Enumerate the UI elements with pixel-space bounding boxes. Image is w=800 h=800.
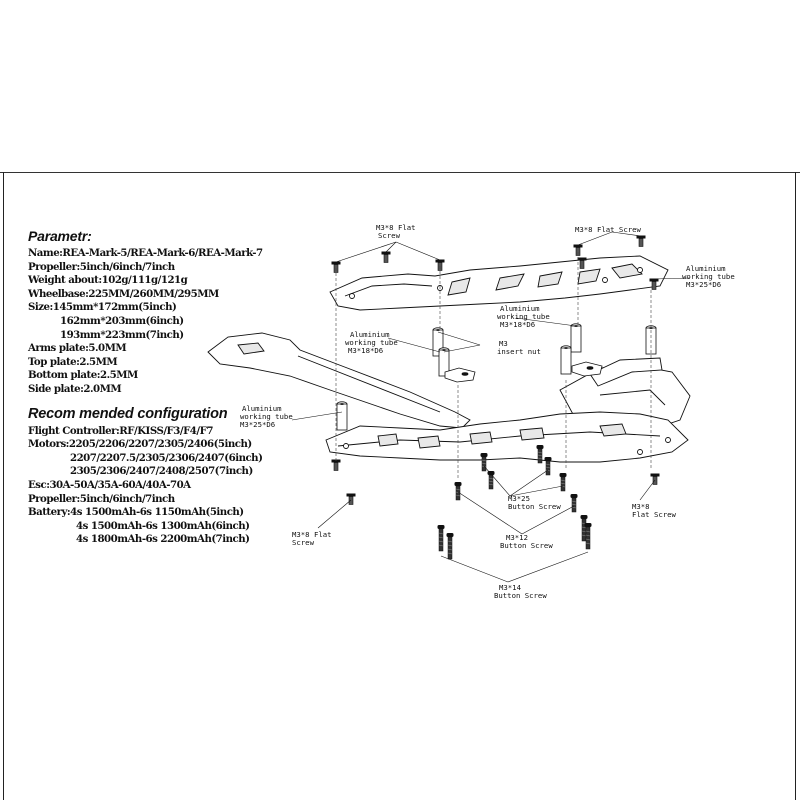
parameters-heading: Parametr: — [28, 228, 92, 244]
top-divider-line — [0, 172, 800, 173]
callout-alu-tube-25-tr: Aluminium working tube M3*25*D6 — [682, 264, 739, 289]
param-size-6inch: 162mm*203mm(6inch) — [60, 314, 184, 327]
param-weight: Weight about:102g/111g/121g — [28, 274, 188, 287]
config-battery-7inch: 4s 1800mAh-6s 2200mAh(7inch) — [76, 533, 250, 546]
callout-labels: M3*8 Flat Screw M3*8 Flat Screw Aluminiu… — [240, 223, 739, 600]
config-motors-5inch: Motors:2205/2206/2207/2305/2406(5inch) — [28, 438, 252, 451]
config-motors-6inch: 2207/2207.5/2305/2306/2407(6inch) — [70, 451, 263, 464]
config-propeller: Propeller:5inch/6inch/7inch — [28, 492, 175, 505]
config-esc: Esc:30A-50A/35A-60A/40A-70A — [28, 478, 191, 491]
config-flight-controller: Flight Controller:RF/KISS/F3/F4/F7 — [28, 424, 213, 437]
param-size-5inch: Size:145mm*172mm(5inch) — [28, 301, 177, 314]
insert-nuts — [444, 361, 603, 383]
callout-button-screw-12: M3*12 Button Screw — [500, 533, 553, 550]
callout-alu-tube-25-left: Aluminium working tube M3*25*D6 — [240, 404, 297, 429]
alignment-dashed-lines — [335, 252, 652, 480]
configuration-heading: Recom mended configuration — [28, 405, 228, 422]
bottom-plate — [325, 411, 689, 463]
right-border-line — [795, 172, 796, 800]
arm-plate — [207, 332, 471, 429]
param-arms-plate: Arms plate:5.0MM — [28, 342, 127, 355]
param-size-7inch: 193mm*223mm(7inch) — [60, 328, 184, 341]
param-top-plate: Top plate:2.5MM — [28, 355, 118, 368]
param-wheelbase: Wheelbase:225MM/260MM/295MM — [28, 287, 219, 300]
config-motors-7inch: 2305/2306/2407/2408/2507(7inch) — [70, 465, 253, 478]
callout-alu-tube-18-left: Aluminium working tube M3*18*D6 — [345, 330, 402, 355]
param-name: Name:REA-Mark-5/REA-Mark-6/REA-Mark-7 — [28, 247, 263, 259]
configuration-list: Flight Controller:RF/KISS/F3/F4/F7 Motor… — [28, 425, 298, 547]
callout-button-screw-14: M3*14 Button Screw — [494, 583, 547, 600]
config-battery-5inch: Battery:4s 1500mAh-6s 1150mAh(5inch) — [28, 506, 244, 519]
param-propeller: Propeller:5inch/6inch/7inch — [28, 260, 175, 273]
callout-flat-screw-bl: M3*8 Flat Screw — [292, 530, 336, 547]
callout-alu-tube-18-mid: Aluminium working tube M3*18*D6 — [497, 304, 554, 329]
param-side-plate: Side plate:2.0MM — [28, 382, 122, 395]
callout-flat-screw-br: M3*8 Flat Screw — [632, 502, 677, 519]
leader-lines — [291, 231, 691, 583]
parameters-list: Name:REA-Mark-5/REA-Mark-6/REA-Mark-7 Pr… — [28, 247, 298, 397]
left-border-line — [3, 172, 4, 800]
config-battery-6inch: 4s 1500mAh-6s 1300mAh(6inch) — [76, 519, 250, 532]
spec-panel: Parametr: Name:REA-Mark-5/REA-Mark-6/REA… — [28, 226, 298, 547]
callout-insert-nut: M3 insert nut — [497, 339, 541, 356]
callout-flat-screw-tr: M3*8 Flat Screw — [575, 225, 642, 234]
param-bottom-plate: Bottom plate:2.5MM — [28, 369, 138, 382]
top-plate — [329, 255, 669, 311]
callout-button-screw-25: M3*25 Button Screw — [508, 494, 561, 511]
callout-flat-screw-tl: M3*8 Flat Screw — [376, 223, 420, 240]
